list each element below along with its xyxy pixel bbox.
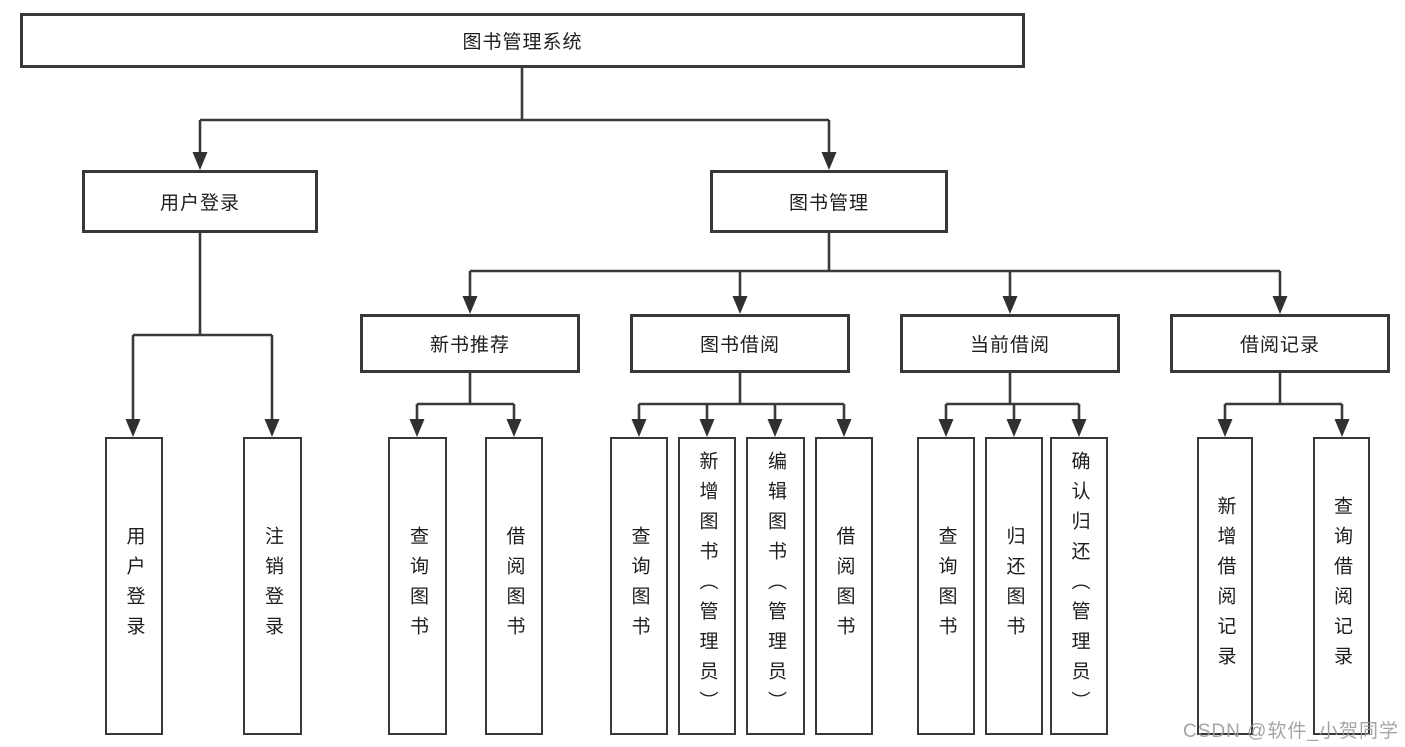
node-leaf-query-borrow-record: 查询借阅记录	[1313, 437, 1370, 735]
node-book-borrowing: 图书借阅	[630, 314, 850, 373]
node-label: 用户登录	[123, 526, 145, 646]
node-label: 借阅记录	[1239, 335, 1320, 356]
node-leaf-borrow-book-recommend: 借阅图书	[485, 437, 543, 735]
node-leaf-add-book-admin: 新增图书（管理员）	[678, 437, 736, 735]
node-leaf-borrow-book: 借阅图书	[815, 437, 873, 735]
node-leaf-edit-book-admin: 编辑图书（管理员）	[746, 437, 805, 735]
node-label: 归还图书	[1003, 526, 1025, 646]
node-label: 借阅图书	[503, 526, 525, 646]
node-leaf-return-book: 归还图书	[985, 437, 1043, 735]
node-label: 注销登录	[262, 526, 283, 646]
node-leaf-user-login: 用户登录	[105, 437, 163, 735]
node-current-borrowing: 当前借阅	[900, 314, 1120, 373]
arrowhead-icons	[125, 152, 1350, 437]
node-label: 图书管理	[788, 193, 869, 214]
node-label: 当前借阅	[969, 335, 1050, 356]
node-borrowing-records: 借阅记录	[1170, 314, 1390, 373]
node-new-book-recommend: 新书推荐	[360, 314, 580, 373]
node-leaf-query-book-borrow: 查询图书	[610, 437, 668, 735]
node-label: 用户登录	[159, 193, 240, 214]
node-label: 确认归还（管理员）	[1068, 451, 1090, 721]
node-leaf-confirm-return-admin: 确认归还（管理员）	[1050, 437, 1108, 735]
node-label: 编辑图书（管理员）	[765, 451, 786, 721]
node-label: 新增图书（管理员）	[696, 451, 718, 721]
node-leaf-logout: 注销登录	[243, 437, 302, 735]
csdn-watermark: CSDN @软件_小贺同学	[1183, 721, 1399, 742]
node-label: 查询图书	[407, 526, 428, 646]
node-user-login: 用户登录	[82, 170, 318, 233]
node-label: 借阅图书	[833, 526, 855, 646]
node-leaf-query-book-current: 查询图书	[917, 437, 975, 735]
node-label: 查询图书	[935, 526, 957, 646]
node-label: 新增借阅记录	[1214, 496, 1236, 676]
node-label: 图书管理系统	[462, 32, 583, 53]
node-label: 新书推荐	[429, 335, 510, 356]
node-book-management: 图书管理	[710, 170, 948, 233]
node-leaf-query-book-recommend: 查询图书	[388, 437, 447, 735]
node-label: 查询图书	[628, 526, 650, 646]
node-label: 查询借阅记录	[1331, 496, 1352, 676]
node-leaf-add-borrow-record: 新增借阅记录	[1197, 437, 1253, 735]
node-library-management-system: 图书管理系统	[20, 13, 1025, 68]
node-label: 图书借阅	[699, 335, 780, 356]
